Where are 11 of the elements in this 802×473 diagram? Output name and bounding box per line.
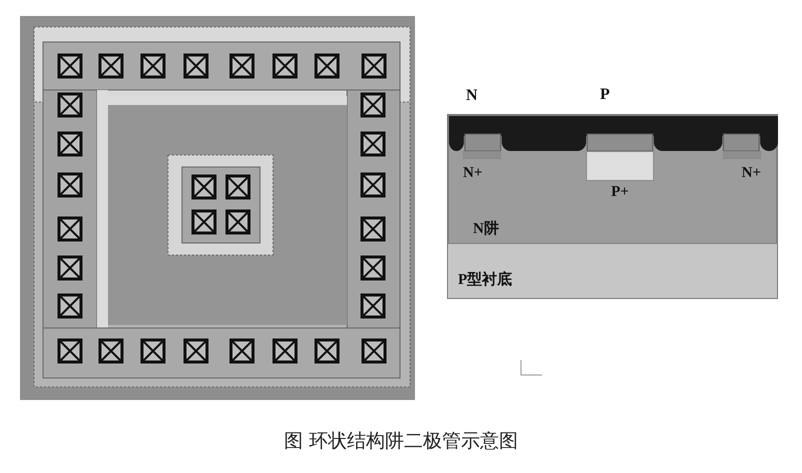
terminal-label: N (466, 87, 478, 105)
region-label: P型衬底 (458, 272, 512, 288)
metal-layer (449, 116, 778, 151)
region-label: P+ (611, 184, 629, 200)
region-label: N+ (463, 165, 482, 182)
figure-caption: 图 环状结构阱二极管示意图 (282, 429, 520, 454)
region-label: N+ (742, 165, 761, 182)
well-region (448, 115, 777, 244)
substrate-region (447, 114, 778, 299)
region-label: N阱 (473, 220, 499, 237)
terminal-label: P (600, 86, 610, 104)
